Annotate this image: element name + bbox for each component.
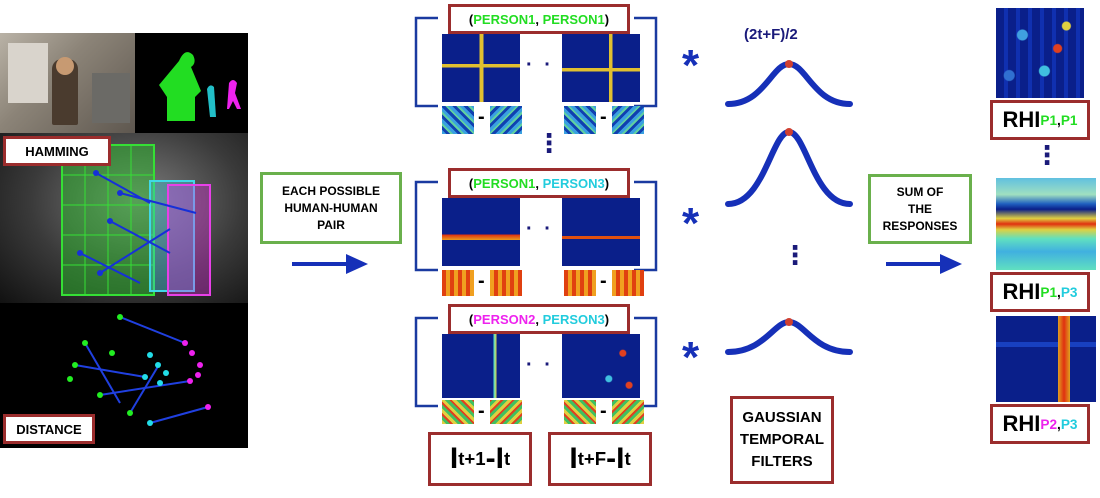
- pair1-heatmap-2: [562, 34, 640, 102]
- pair2-label: ( PERSON1 , PERSON3 ): [448, 168, 630, 198]
- convolution-operator-3: *: [682, 333, 700, 382]
- diff-label-2-sub1: t+F: [577, 448, 607, 469]
- sum-responses-box: SUM OF THE RESPONSES: [868, 174, 972, 244]
- diff-label-1-main: I: [449, 442, 459, 475]
- pair2-frame-a1: [442, 270, 474, 296]
- pair2-heatmap-1: [442, 198, 520, 266]
- pair3-frame-b1: [490, 400, 522, 424]
- pair-selection-line1: EACH POSSIBLE: [281, 183, 380, 198]
- diff-label-1-mid: -I: [485, 442, 504, 475]
- pair1-brackets: [414, 16, 658, 108]
- rhi-vdots: ⋮: [1034, 140, 1063, 170]
- pair1-frame-a1: [442, 106, 474, 134]
- gaussian-vdots: ⋮: [782, 240, 811, 270]
- depth-hamming-image: [0, 133, 248, 303]
- rhi-p2-p3-sub2: P3: [1060, 416, 1078, 432]
- pair1-label: ( PERSON1 , PERSON1 ): [448, 4, 630, 34]
- pair-selection-box: EACH POSSIBLE HUMAN-HUMAN PAIR: [260, 172, 402, 244]
- pair-selection-line3: PAIR: [317, 217, 345, 232]
- diff-label-1-sub1: t+1: [458, 448, 486, 469]
- arrow-to-rhi: [886, 254, 962, 274]
- pair-selection-line2: HUMAN-HUMAN: [284, 200, 378, 215]
- pair3-frame-b2: [612, 400, 644, 424]
- pair1-ellipsis: · · ·: [526, 54, 573, 76]
- hamming-label-text: HAMMING: [25, 143, 89, 159]
- pair2-heatmap-2: [562, 198, 640, 266]
- pair1-minus-1: -: [478, 106, 485, 128]
- rgb-frame-image: [0, 33, 135, 133]
- pair3-person-b: PERSON3: [542, 311, 605, 327]
- gaussian-caption-line2: TEMPORAL: [739, 431, 825, 448]
- gaussian-curve-1: [725, 60, 853, 107]
- sum-responses-line2: THE: [908, 201, 932, 216]
- pair2-frame-b1: [490, 270, 522, 296]
- gaussian-curve-2: [725, 128, 853, 207]
- rhi-p1-p3-sub1: P1: [1040, 284, 1058, 300]
- pair1-person-b: PERSON1: [542, 11, 605, 27]
- rhi-p1-p3-heatmap: [996, 178, 1096, 270]
- rhi-p1-p1-main: RHI: [1002, 107, 1041, 132]
- diff-label-1-sub2: t: [503, 448, 511, 469]
- convolution-operator-2: *: [682, 199, 700, 248]
- pair2-brackets: [414, 180, 658, 272]
- gaussian-curve-3: [725, 318, 853, 355]
- segmentation-image: [135, 33, 248, 133]
- sum-responses-line1: SUM OF: [896, 184, 944, 199]
- pairs-vdots: ⋮: [536, 128, 565, 158]
- rhi-p1-p3-sub2: P3: [1060, 284, 1078, 300]
- distance-label-text: DISTANCE: [16, 421, 82, 437]
- gaussian-caption-line1: GAUSSIAN: [742, 409, 822, 426]
- pair1-frame-a2: [564, 106, 596, 134]
- arrow-to-pairs: [292, 254, 368, 274]
- diff-label-2-mid: -I: [606, 442, 625, 475]
- rhi-p1-p1-sub2: P1: [1060, 112, 1078, 128]
- rhi-p2-p3-main: RHI: [1002, 411, 1041, 436]
- gaussian-caption: GAUSSIAN TEMPORAL FILTERS: [730, 396, 834, 484]
- pair3-ellipsis: · · ·: [526, 354, 573, 376]
- pair2-minus-1: -: [478, 270, 485, 292]
- rhi-p1-p1-heatmap: [996, 8, 1084, 98]
- hamming-label: HAMMING: [3, 136, 111, 166]
- rhi-p1-p1-sub1: P1: [1040, 112, 1058, 128]
- pair3-frame-a1: [442, 400, 474, 424]
- rhi-p1-p3-main: RHI: [1002, 279, 1041, 304]
- pair3-heatmap-1: [442, 334, 520, 398]
- pair1-person-a: PERSON1: [473, 11, 536, 27]
- gaussian-center-formula: (2t+F)/2: [744, 26, 798, 43]
- pair3-heatmap-2: [562, 334, 640, 398]
- rhi-p2-p3-heatmap: [996, 316, 1096, 402]
- convolution-operator-1: *: [682, 41, 700, 90]
- diff-label-2-main: I: [569, 442, 578, 475]
- diff-label-2-sub2: t: [624, 448, 631, 469]
- sum-responses-line3: RESPONSES: [882, 218, 958, 233]
- pair1-heatmap-1: [442, 34, 520, 102]
- pair3-brackets: [414, 316, 658, 408]
- rhi-p2-p3-sub1: P2: [1040, 416, 1058, 432]
- pair3-frame-a2: [564, 400, 596, 424]
- pair2-frame-b2: [612, 270, 644, 296]
- pair2-minus-2: -: [600, 270, 607, 292]
- pair1-frame-b1: [490, 106, 522, 134]
- gaussian-caption-line3: FILTERS: [751, 453, 813, 470]
- pair1-minus-2: -: [600, 106, 607, 128]
- pair2-person-b: PERSON3: [542, 175, 605, 191]
- distance-label: DISTANCE: [3, 414, 95, 444]
- pair3-minus-2: -: [600, 400, 607, 422]
- pair3-label: ( PERSON2 , PERSON3 ): [448, 304, 630, 334]
- pair2-person-a: PERSON1: [473, 175, 536, 191]
- pair1-frame-b2: [612, 106, 644, 134]
- pair3-person-a: PERSON2: [473, 311, 536, 327]
- pair3-minus-1: -: [478, 400, 485, 422]
- pair2-frame-a2: [564, 270, 596, 296]
- pair2-ellipsis: · · ·: [526, 218, 573, 240]
